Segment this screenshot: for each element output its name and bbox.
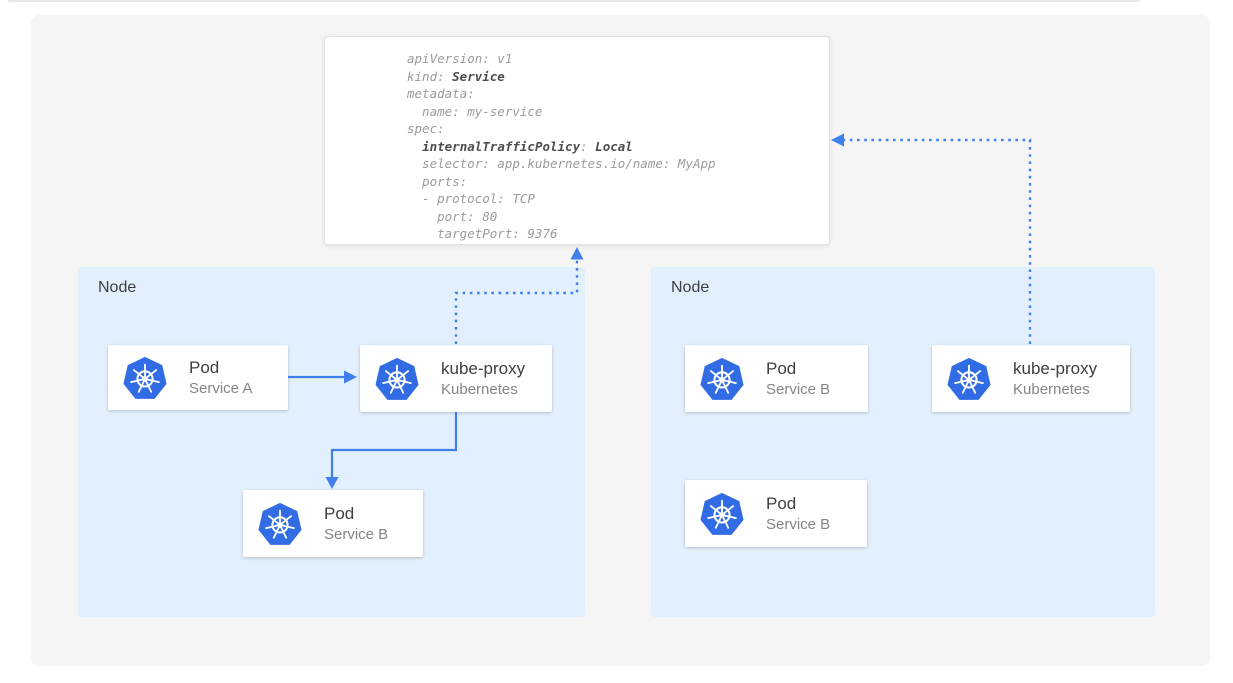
pod-card-service-a: Pod Service A (108, 345, 288, 410)
yaml-code-line: port: 80 (407, 208, 498, 224)
service-manifest-card: apiVersion: v1 kind: Service metadata: nam… (324, 36, 830, 245)
kubernetes-logo-icon (374, 356, 420, 401)
kube-proxy-card-left: kube-proxy Kubernetes (360, 345, 552, 412)
card-text: kube-proxy Kubernetes (1013, 358, 1097, 400)
pod-card-service-b-left: Pod Service B (243, 490, 423, 557)
kubernetes-logo-icon (699, 356, 745, 401)
card-subtitle: Service B (324, 525, 389, 543)
yaml-code-line: kind: Service (407, 68, 505, 84)
card-title: kube-proxy (441, 358, 526, 378)
card-subtitle: Kubernetes (441, 380, 518, 398)
kube-proxy-card-right: kube-proxy Kubernetes (932, 345, 1130, 412)
yaml-code-line: targetPort: 9376 (407, 226, 558, 241)
kubernetes-logo-icon (699, 491, 745, 536)
yaml-code-line: name: my-service (407, 103, 543, 119)
kubernetes-logo-icon (946, 356, 992, 401)
card-subtitle: Service A (189, 379, 253, 397)
yaml-code-line: ports: (407, 173, 468, 189)
yaml-code-line: internalTrafficPolicy: Local (422, 138, 633, 154)
card-text: Pod Service B (324, 503, 388, 545)
yaml-code-line: - protocol: TCP (407, 191, 535, 206)
node-label: Node (671, 279, 710, 296)
card-text: Pod Service B (766, 358, 830, 400)
card-title: Pod (189, 357, 220, 377)
kubernetes-logo-icon (257, 501, 303, 546)
yaml-code: apiVersion: v1 kind: Service metadata: nam… (325, 37, 829, 243)
pod-card-service-b-right-top: Pod Service B (685, 345, 868, 412)
card-text: Pod Service B (766, 493, 830, 535)
yaml-code-line: metadata: (407, 86, 475, 101)
card-subtitle: Service B (766, 380, 831, 398)
yaml-code-line: selector: app.kubernetes.io/name: MyApp (407, 156, 716, 171)
card-title: Pod (324, 503, 355, 523)
yaml-code-line: spec: (407, 121, 445, 136)
yaml-code-line: apiVersion: v1 (407, 51, 513, 66)
top-divider (8, 0, 1140, 2)
card-title: Pod (766, 358, 797, 378)
card-title: kube-proxy (1013, 358, 1098, 378)
node-label: Node (98, 279, 137, 296)
node-box-right: Node Pod Service B kube-proxy Kubernetes… (651, 267, 1155, 617)
card-title: Pod (766, 493, 797, 513)
card-text: kube-proxy Kubernetes (441, 358, 525, 400)
card-subtitle: Service B (766, 515, 831, 533)
card-subtitle: Kubernetes (1013, 380, 1090, 398)
node-box-left: Node Pod Service A kube-proxy Kubernetes… (78, 267, 585, 617)
card-text: Pod Service A (189, 357, 252, 399)
kubernetes-logo-icon (122, 355, 168, 400)
pod-card-service-b-right-bottom: Pod Service B (685, 480, 867, 547)
